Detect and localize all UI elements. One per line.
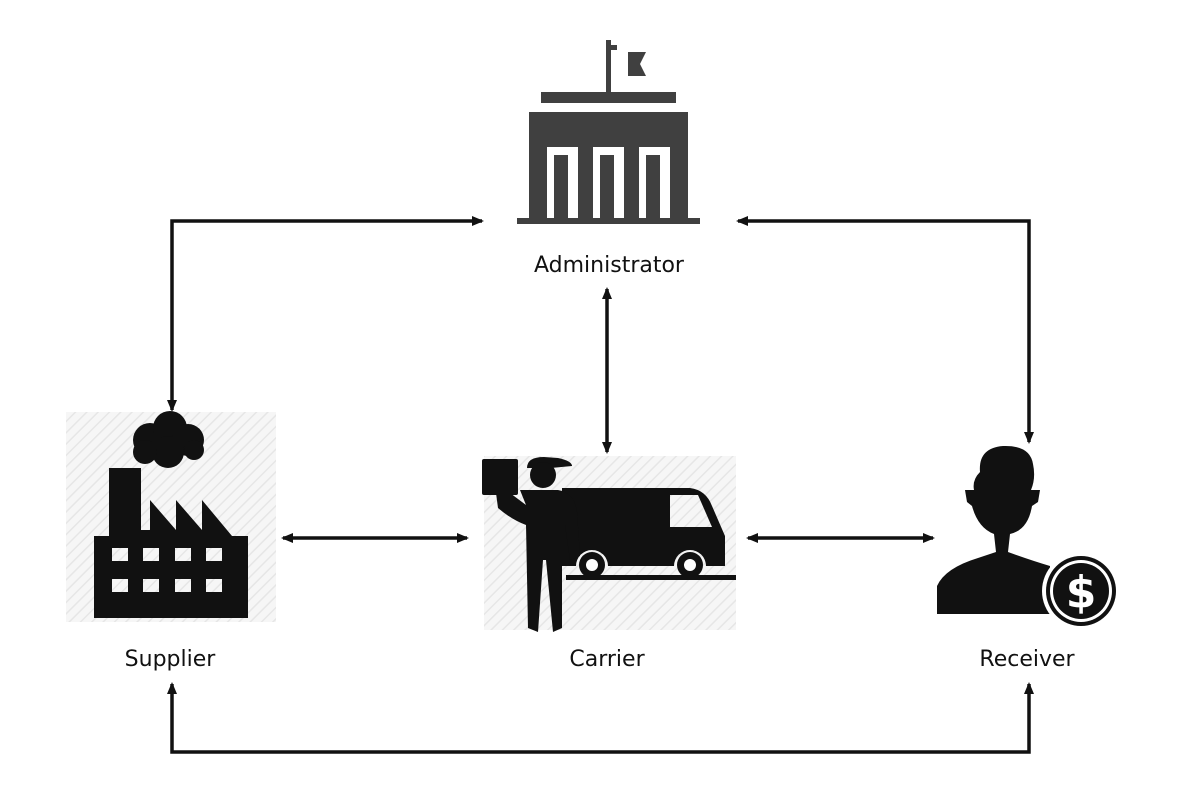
carrier-label: Carrier — [569, 647, 645, 672]
connector-supplier-administrator — [167, 216, 484, 412]
delivery-man-icon — [482, 457, 580, 632]
node-supplier: Supplier — [66, 411, 276, 672]
government-building-icon — [517, 40, 700, 224]
connector-receiver-administrator — [736, 216, 1034, 444]
node-administrator: Administrator — [517, 40, 700, 278]
person-silhouette-icon — [937, 445, 1050, 614]
receiver-label: Receiver — [979, 647, 1075, 672]
connector-supplier-receiver — [167, 682, 1034, 754]
delivery-truck-icon — [562, 488, 736, 580]
node-carrier: Carrier — [482, 456, 736, 672]
factory-icon — [94, 411, 248, 618]
dollar-symbol: $ — [1066, 567, 1097, 618]
connectors — [167, 216, 1034, 754]
customer-dollar-icon: $ — [937, 445, 1120, 630]
delivery-man-truck-icon — [482, 457, 736, 632]
node-receiver: $ Receiver — [937, 445, 1120, 672]
administrator-label: Administrator — [534, 253, 685, 278]
dollar-badge-icon: $ — [1042, 552, 1120, 630]
supplier-label: Supplier — [125, 647, 217, 672]
smoke-cloud-icon — [133, 411, 204, 468]
